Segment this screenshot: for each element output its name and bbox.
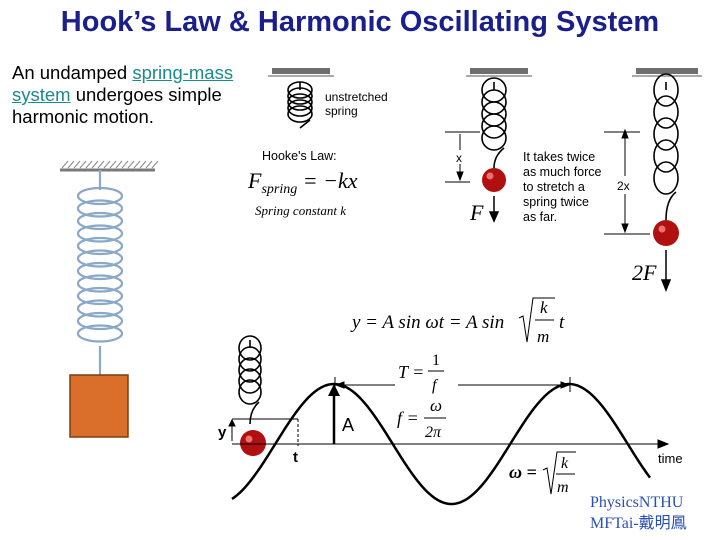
y-dimension — [228, 418, 236, 441]
stretched-spring-2x — [653, 73, 679, 221]
force-arrows — [488, 196, 672, 293]
hooke-ceilings — [268, 68, 702, 77]
note-line: It takes twice — [523, 150, 595, 164]
intro-before-link: An undamped — [12, 62, 133, 83]
period-num: 1 — [432, 352, 440, 369]
freq-num: ω — [430, 396, 442, 415]
x-dimension — [445, 131, 480, 183]
unstretched-label-1: unstretched — [325, 90, 388, 104]
ball-2x — [653, 220, 679, 246]
credit-line-1: PhysicsNTHU — [590, 494, 684, 511]
unstretched-spring — [287, 81, 313, 129]
hooke-eq-sub: spring — [261, 182, 297, 197]
omega-den: m — [557, 479, 569, 496]
unstretched-label-2: spring — [325, 104, 358, 118]
hooke-eq-F: F — [247, 168, 262, 193]
sine-wave — [231, 382, 652, 506]
motion-ball — [240, 430, 266, 456]
omega-label: ω = — [509, 462, 537, 482]
x-label: x — [456, 151, 462, 165]
hooke-equation: Fspring = −kx — [247, 168, 358, 197]
motion-ball-highlight — [245, 435, 253, 443]
time-label: time — [658, 451, 683, 466]
spring-mass-link[interactable]: spring-mass system — [12, 62, 234, 105]
motion-equation: y = A sin ωt = A sin — [350, 312, 504, 333]
y-label: y — [218, 424, 227, 441]
t-label: t — [293, 449, 298, 466]
intro-after-link: undergoes simple harmonic motion. — [12, 84, 222, 127]
stretched-spring-x — [481, 77, 507, 169]
2x-label: 2x — [617, 179, 630, 193]
note-line: spring twice — [523, 195, 589, 209]
period-den: f — [432, 377, 439, 394]
motion-eq-t: t — [559, 312, 565, 333]
freq-den: 2π — [425, 424, 442, 441]
freq-label: f = — [397, 408, 419, 428]
credit: PhysicsNTHU MFTai-戴明鳳 — [590, 492, 718, 534]
ball-2x-highlight — [658, 225, 666, 233]
2x-dimension — [604, 128, 650, 235]
sqrt-sign-2 — [542, 451, 576, 495]
force-2F-label: 2F — [632, 260, 657, 285]
time-axis — [232, 439, 670, 449]
ball-x-highlight — [486, 172, 494, 180]
period-dimension — [334, 377, 571, 392]
motion-eq-den: m — [537, 327, 549, 346]
motion-spring — [238, 335, 262, 425]
intro-text: An undamped spring-mass system undergoes… — [12, 62, 272, 128]
blue-spring — [76, 170, 124, 375]
note-line: as much force — [523, 165, 602, 179]
amplitude-label: A — [342, 415, 354, 435]
note-line: as far. — [523, 210, 557, 224]
spring-constant-label: Spring constant k — [255, 203, 346, 218]
hanging-mass — [69, 374, 129, 438]
ceiling-mount — [60, 160, 159, 172]
omega-num: k — [561, 455, 569, 472]
hookes-law-heading: Hooke's Law: — [262, 149, 337, 163]
slide-title: Hook’s Law & Harmonic Oscillating System — [60, 6, 660, 38]
note-line: to stretch a — [523, 180, 585, 194]
motion-eq-num: k — [540, 298, 548, 317]
sqrt-sign-1 — [518, 297, 555, 343]
period-label: T = — [398, 362, 424, 382]
credit-line-2: MFTai-戴明鳳 — [590, 515, 687, 532]
hooke-eq-rhs: = −kx — [297, 168, 357, 193]
amplitude-arrow — [328, 384, 340, 444]
force-F-label: F — [469, 200, 484, 225]
ball-x — [482, 168, 506, 192]
